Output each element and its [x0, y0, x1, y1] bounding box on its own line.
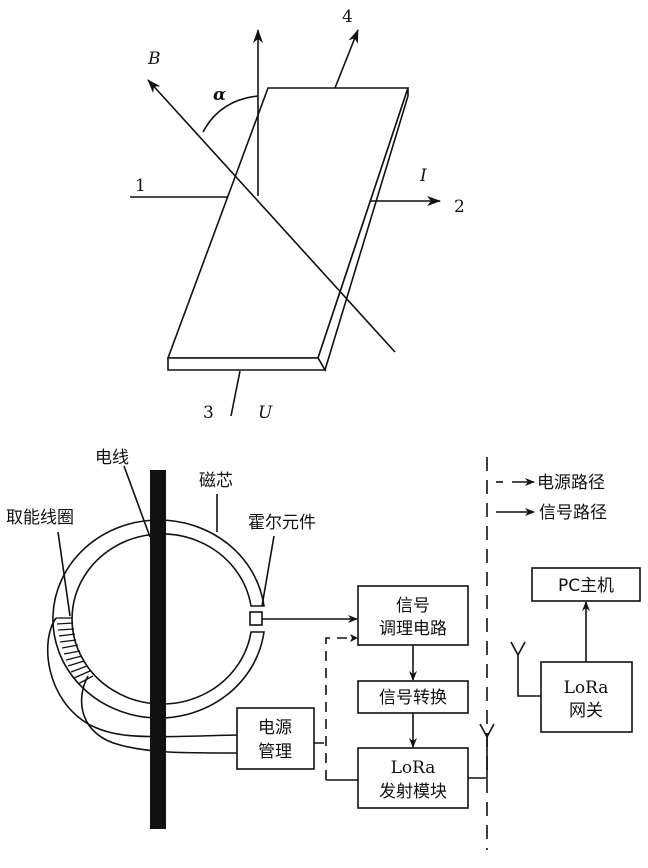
lora-transmitter-box: LoRa 发射模块: [357, 747, 469, 809]
coil-label: 取能线圈: [6, 508, 74, 528]
label-4: 4: [342, 7, 353, 27]
rx-antenna-icon: [510, 641, 541, 697]
signal-conditioning-box: 信号 调理电路: [357, 585, 469, 646]
legend-power-path: 电源路径: [537, 473, 605, 493]
wire-label: 电线: [95, 448, 129, 468]
core-label: 磁芯: [199, 471, 233, 491]
label-alpha: α: [213, 85, 226, 105]
coil-wire-1: [46, 617, 238, 738]
svg-text:网关: 网关: [569, 701, 603, 721]
label-1: 1: [135, 176, 146, 196]
tx-antenna-icon: [468, 723, 495, 779]
legend-signal-path: 信号路径: [539, 503, 607, 523]
svg-text:信号: 信号: [396, 596, 430, 616]
svg-text:LoRa: LoRa: [564, 678, 609, 698]
power-arrowhead: [350, 634, 358, 642]
label-3: 3: [203, 403, 214, 423]
wire-leader: [123, 465, 151, 538]
coil-wire-2: [80, 675, 238, 754]
power-management-box: 电源 管理: [236, 707, 315, 770]
legend: 电源路径 信号路径: [496, 473, 607, 523]
lora-gateway-box: LoRa 网关: [540, 661, 633, 733]
svg-text:PC主机: PC主机: [558, 576, 614, 596]
hall-label: 霍尔元件: [248, 513, 316, 533]
energy-harvesting-coil: [56, 617, 94, 685]
hall-effect-diagram: B α 4 1 I 2 3 U: [130, 7, 465, 423]
label-u: U: [258, 403, 273, 423]
label-i: I: [419, 166, 427, 186]
terminal-4-arrow: [334, 29, 359, 89]
hall-plate: [166, 87, 410, 359]
svg-text:管理: 管理: [258, 742, 292, 762]
power-wire: [150, 470, 166, 829]
coil-leader: [57, 531, 71, 617]
power-path-line: [314, 637, 355, 780]
label-b: B: [147, 49, 161, 69]
svg-text:LoRa: LoRa: [391, 758, 436, 778]
signal-conversion-box: 信号转换: [357, 680, 469, 714]
magnetic-core: [52, 519, 265, 719]
terminal-3-line: [230, 370, 241, 417]
b-field-arrow: [147, 79, 396, 353]
svg-text:调理电路: 调理电路: [379, 619, 447, 639]
plate-bottom: [167, 357, 327, 371]
svg-text:发射模块: 发射模块: [379, 782, 447, 802]
hall-leader: [261, 535, 275, 607]
svg-text:信号转换: 信号转换: [379, 688, 447, 708]
pc-host-box: PC主机: [531, 567, 641, 602]
label-2: 2: [454, 197, 465, 217]
angle-arc: [202, 95, 259, 133]
hall-element: [249, 611, 263, 626]
system-diagram: 电线 磁芯 取能线圈 霍尔元件 信号 调理电路 信号转换 LoRa 发射模块: [6, 448, 641, 850]
svg-text:电源: 电源: [258, 718, 292, 738]
